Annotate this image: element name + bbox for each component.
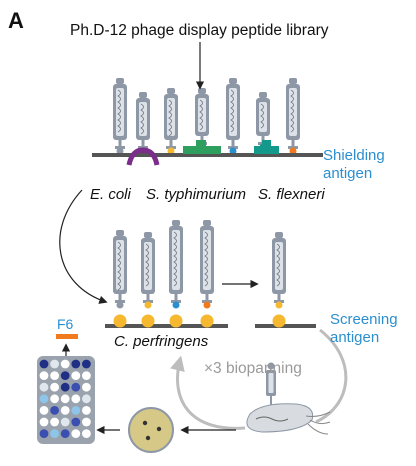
well xyxy=(50,429,59,438)
well xyxy=(39,417,49,427)
well xyxy=(71,371,81,380)
phage-icon xyxy=(200,220,214,309)
phage-icon xyxy=(164,88,178,155)
panel-label: A xyxy=(8,8,24,33)
yellow-antigen xyxy=(272,314,286,328)
green-antigen xyxy=(183,146,221,154)
well xyxy=(39,382,49,392)
shielding-antigen-line1: Shielding xyxy=(323,147,385,164)
agar-plate-icon xyxy=(128,407,174,453)
well xyxy=(71,429,81,438)
yellow-antigen xyxy=(169,314,183,328)
phage-icon xyxy=(286,78,300,155)
yellow-antigen xyxy=(141,314,155,328)
well xyxy=(60,417,70,427)
biopanning-arrow xyxy=(170,355,246,430)
well xyxy=(60,394,70,404)
well xyxy=(50,371,59,380)
well xyxy=(71,359,81,369)
elution-arrow xyxy=(315,328,348,424)
species-ecoli: E. coli xyxy=(90,186,131,203)
well xyxy=(39,371,49,380)
well xyxy=(39,394,49,404)
biopanning-label: ×3 biopanning xyxy=(204,360,302,377)
phage-icon xyxy=(113,230,127,309)
phage-icon xyxy=(226,78,240,155)
well xyxy=(71,382,81,392)
well xyxy=(39,359,49,369)
well xyxy=(82,371,91,380)
well xyxy=(82,417,91,427)
phage-icon xyxy=(169,220,183,309)
shielding-antigen-line2: antigen xyxy=(323,165,373,182)
clone-label: F6 xyxy=(57,316,74,332)
yellow-antigen xyxy=(113,314,127,328)
screening-bacterium: C. perfringens xyxy=(114,333,209,350)
bacterium-icon xyxy=(246,362,331,435)
species-sflexneri: S. flexneri xyxy=(258,186,325,203)
well xyxy=(60,406,70,415)
library-title: Ph.D-12 phage display peptide library xyxy=(70,22,329,39)
phage-icon xyxy=(113,78,127,155)
well xyxy=(50,359,59,369)
teal-antigen xyxy=(254,146,279,154)
phage-group xyxy=(113,78,300,309)
well-grid xyxy=(39,359,91,438)
yellow-antigens xyxy=(113,314,286,328)
screening-antigen-line1: Screening xyxy=(330,311,398,328)
phage-icon xyxy=(141,232,155,309)
well xyxy=(71,406,81,415)
well xyxy=(82,429,91,438)
green-antigen-stem xyxy=(196,140,206,148)
well xyxy=(50,382,59,392)
well xyxy=(50,417,59,427)
species-styphimurium: S. typhimurium xyxy=(146,186,247,203)
well xyxy=(39,429,49,438)
phage-icon xyxy=(195,88,209,151)
well xyxy=(50,394,59,404)
well xyxy=(60,382,70,392)
purple-antigen xyxy=(126,147,160,166)
well xyxy=(60,429,70,438)
f6-bar xyxy=(56,334,78,339)
well xyxy=(82,394,91,404)
teal-antigen-stem xyxy=(262,140,271,148)
well xyxy=(82,406,91,415)
well xyxy=(50,406,59,415)
phage-icon xyxy=(256,92,270,151)
well xyxy=(82,382,91,392)
well xyxy=(71,394,81,404)
yellow-antigen xyxy=(200,314,214,328)
well xyxy=(60,359,70,369)
well xyxy=(39,406,49,415)
screening-antigen-line2: antigen xyxy=(330,329,380,346)
flow-arrow xyxy=(59,189,108,304)
phage-icon xyxy=(272,232,286,309)
phage-icon xyxy=(136,92,150,155)
well xyxy=(60,371,70,380)
well xyxy=(82,359,91,369)
well xyxy=(71,417,81,427)
